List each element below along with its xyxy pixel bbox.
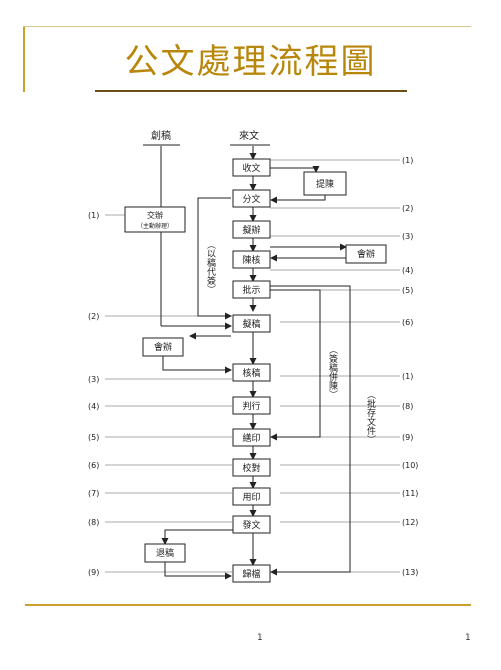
node-proposal-box bbox=[232, 220, 271, 239]
right-marker-8: (8) bbox=[402, 402, 413, 411]
node-review-submit-box bbox=[232, 250, 271, 269]
node-present-box bbox=[303, 171, 347, 196]
guide-lines bbox=[105, 159, 400, 573]
right-marker-6: (6) bbox=[402, 318, 413, 327]
connectors bbox=[160, 146, 351, 580]
right-marker-11: (11) bbox=[402, 489, 418, 498]
node-countersign-1-box bbox=[345, 244, 387, 264]
right-marker-2: (2) bbox=[402, 204, 413, 213]
note-archive-docs: （批存文件） bbox=[365, 390, 376, 444]
node-dispatch-box bbox=[232, 515, 271, 534]
title-underline bbox=[95, 90, 407, 92]
node-archive-box bbox=[232, 564, 271, 583]
node-proposal: 擬辦 bbox=[242, 224, 260, 236]
right-marker-9: (9) bbox=[402, 433, 413, 442]
node-print-box bbox=[232, 428, 271, 447]
accent-top-line bbox=[23, 26, 471, 27]
node-distribute-box bbox=[232, 189, 271, 208]
left-marker-3: (3) bbox=[88, 375, 99, 384]
node-proofread: 校對 bbox=[242, 462, 260, 474]
right-marker-10: (10) bbox=[402, 461, 418, 470]
node-return-draft: 退稿 bbox=[156, 547, 174, 559]
node-receive-box bbox=[232, 158, 271, 177]
node-receive: 收文 bbox=[242, 162, 260, 174]
node-archive: 歸檔 bbox=[242, 568, 260, 580]
node-check-draft: 核稿 bbox=[242, 367, 260, 379]
node-draft-box bbox=[232, 314, 271, 333]
note-sign-draft: （簽稿併陳） bbox=[327, 345, 338, 399]
node-instruct-box bbox=[232, 280, 271, 299]
node-judge-box bbox=[232, 396, 271, 415]
left-marker-6: (6) bbox=[88, 461, 99, 470]
right-marker-7: (1) bbox=[402, 372, 413, 381]
footer-page-right: 1 bbox=[465, 633, 471, 643]
node-countersign-2: 會辦 bbox=[154, 341, 172, 353]
node-print: 繕印 bbox=[242, 432, 260, 444]
incoming-label: 來文 bbox=[239, 129, 259, 142]
right-marker-1: (1) bbox=[402, 156, 413, 165]
node-judge: 判行 bbox=[242, 400, 260, 412]
right-marker-5: (5) bbox=[402, 286, 413, 295]
assign-box: 交辦 （主動辦理） bbox=[124, 206, 186, 233]
right-marker-12: (12) bbox=[402, 518, 418, 527]
right-marker-3: (3) bbox=[402, 232, 413, 241]
node-instruct: 批示 bbox=[242, 284, 260, 296]
node-distribute: 分文 bbox=[242, 193, 260, 205]
node-draft: 擬稿 bbox=[242, 318, 260, 330]
node-seal-box bbox=[232, 487, 271, 506]
node-proofread-box bbox=[232, 458, 271, 477]
node-check-draft-box bbox=[232, 363, 271, 382]
node-seal: 用印 bbox=[242, 491, 260, 503]
page-title: 公文處理流程圖 bbox=[124, 42, 377, 82]
assign-sublabel: （主動辦理） bbox=[137, 222, 173, 230]
left-marker-2: (2) bbox=[88, 312, 99, 321]
node-review-submit: 陳核 bbox=[242, 254, 260, 266]
node-dispatch: 發文 bbox=[242, 519, 260, 531]
accent-vertical-line bbox=[23, 26, 25, 92]
node-countersign-2-box bbox=[142, 337, 184, 357]
left-marker-9: (9) bbox=[88, 568, 99, 577]
footer-line bbox=[25, 604, 471, 606]
left-marker-7: (7) bbox=[88, 489, 99, 498]
assign-label: 交辦 bbox=[147, 210, 163, 220]
node-present: 提陳 bbox=[316, 179, 334, 190]
right-marker-4: (4) bbox=[402, 266, 413, 275]
left-marker-4: (4) bbox=[88, 402, 99, 411]
origin-label: 創稿 bbox=[151, 129, 171, 142]
left-marker-8: (8) bbox=[88, 518, 99, 527]
node-return-draft-box bbox=[144, 543, 186, 563]
note-substitute: （以稿代簽） bbox=[205, 240, 216, 294]
left-marker-5: (5) bbox=[88, 433, 99, 442]
node-countersign-1: 會辦 bbox=[357, 248, 375, 260]
left-marker-1: (1) bbox=[88, 211, 99, 220]
footer-page-left: 1 bbox=[257, 633, 263, 643]
right-marker-13: (13) bbox=[402, 568, 418, 577]
